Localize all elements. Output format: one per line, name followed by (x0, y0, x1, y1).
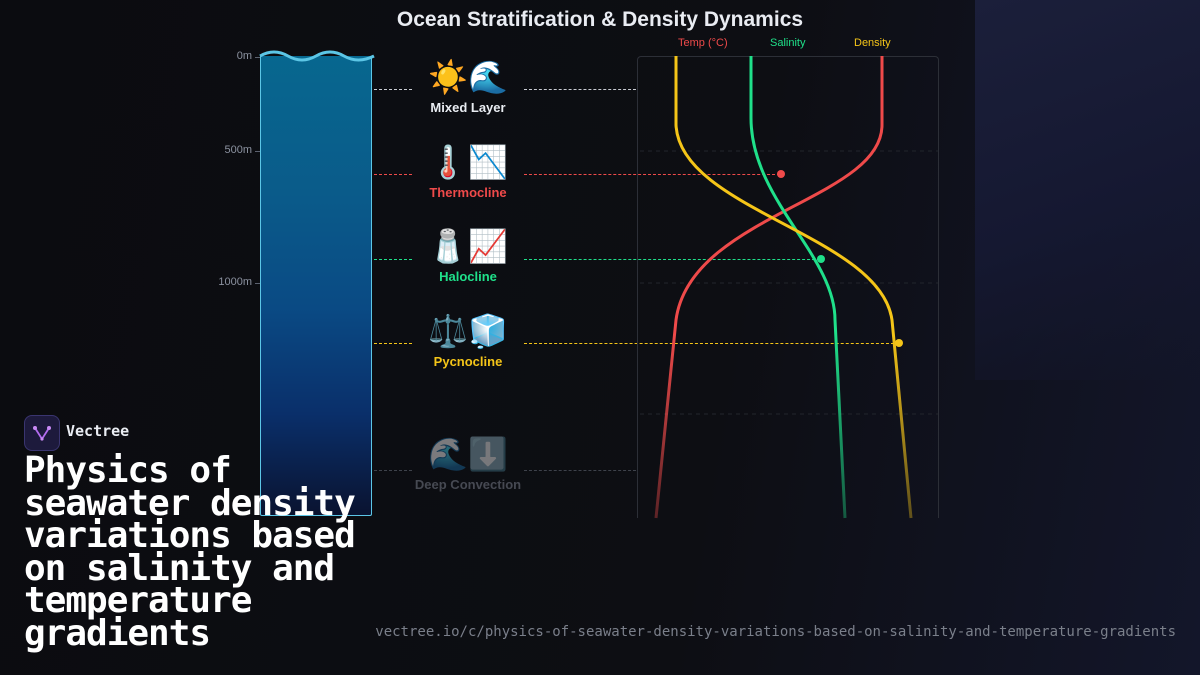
layer-label: Mixed Layer (430, 100, 506, 115)
profile-plot-frame (637, 56, 939, 518)
layer-pycnocline: ⚖️🧊 Pycnocline (410, 312, 526, 369)
layer-mixed-layer: ☀️🌊 Mixed Layer (410, 58, 526, 115)
connector-left-pycnocline (374, 343, 412, 344)
plot-gridlines (640, 150, 938, 415)
source-url[interactable]: vectree.io/c/physics-of-seawater-density… (375, 624, 1176, 640)
layer-label: Deep Convection (414, 477, 522, 492)
connector-left-deep-convection (374, 470, 412, 471)
legend-temp: Temp (°C) (678, 37, 728, 49)
connector-right-halocline (524, 259, 820, 260)
salt-trend-up-icon: 🧂📈 (428, 227, 508, 265)
salinity-profile-line (749, 56, 847, 519)
layer-label: Thermocline (429, 185, 507, 200)
legend-salinity: Salinity (770, 37, 806, 49)
temperature-profile-line (654, 56, 884, 519)
depth-tick (255, 283, 261, 284)
connector-right-thermocline (524, 174, 780, 175)
connector-left-halocline (374, 259, 412, 260)
thermometer-trend-down-icon: 🌡️📉 (428, 143, 508, 181)
layer-halocline: 🧂📈 Halocline (410, 227, 526, 284)
connector-right-mixed-layer (524, 89, 636, 90)
layer-deep-convection: 🌊⬇️ Deep Convection (410, 435, 526, 492)
depth-label-0m: 0m (236, 50, 252, 62)
wave-down-arrow-icon: 🌊⬇️ (428, 435, 508, 473)
legend-density: Density (854, 37, 891, 49)
vectree-logo-icon (24, 415, 60, 451)
connector-right-deep-convection (524, 470, 636, 471)
depth-tick (255, 57, 261, 58)
connector-left-thermocline (374, 174, 412, 175)
depth-tick (255, 151, 261, 152)
halocline-marker (817, 255, 825, 263)
thermocline-marker (777, 170, 785, 178)
layer-label: Halocline (439, 269, 497, 284)
brand-name: Vectree (66, 422, 130, 440)
layer-thermocline: 🌡️📉 Thermocline (410, 143, 526, 200)
layer-label: Pycnocline (433, 354, 503, 369)
headline: Physics of seawater density variations b… (24, 450, 356, 654)
scales-ice-icon: ⚖️🧊 (428, 312, 508, 350)
surface-wave-icon (259, 50, 375, 62)
connector-left-mixed-layer (374, 89, 412, 90)
water-column (260, 56, 372, 516)
page-title: Ocean Stratification & Density Dynamics (396, 8, 804, 31)
connector-right-pycnocline (524, 343, 899, 344)
density-profile-line (674, 56, 913, 519)
depth-label-1000m: 1000m (218, 276, 252, 288)
sun-wave-icon: ☀️🌊 (428, 58, 508, 96)
pycnocline-marker (895, 339, 903, 347)
depth-label-500m: 500m (224, 144, 252, 156)
